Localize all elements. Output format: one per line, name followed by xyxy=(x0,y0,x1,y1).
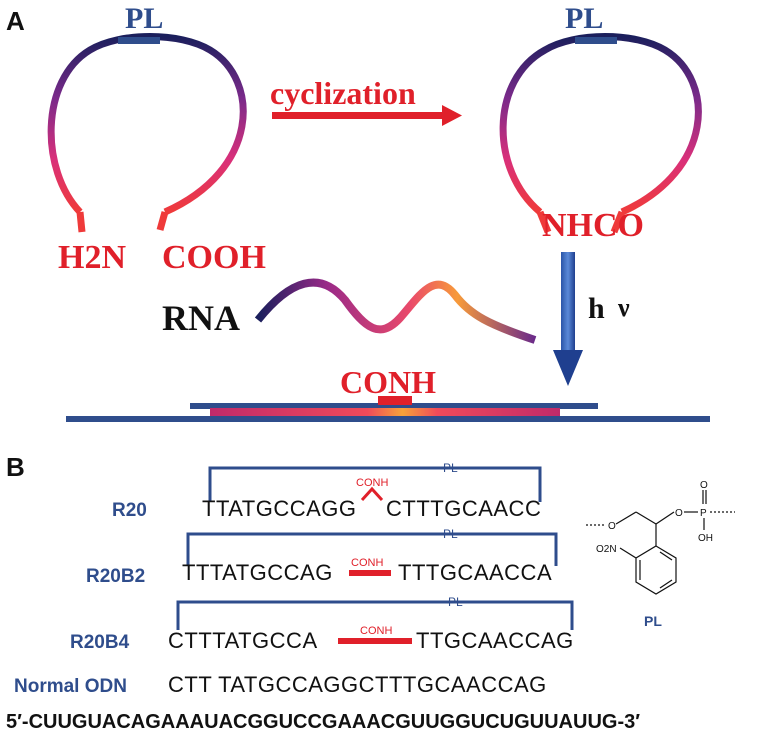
normal-odn-name: Normal ODN xyxy=(14,676,127,697)
pl-oh: OH xyxy=(698,533,713,544)
r20b2-seq-right: TTTGCAACCA xyxy=(398,560,552,585)
pl-o-right: O xyxy=(675,508,683,519)
nhco-label: NHCO xyxy=(542,207,644,244)
r20b4-seq-right: TTGCAACCAG xyxy=(416,628,574,653)
rna-strand xyxy=(254,278,537,344)
cyclization-label: cyclization xyxy=(270,75,416,111)
hv-nu-label: ν xyxy=(617,293,630,322)
light-arrow xyxy=(553,252,583,386)
pl-label-right: PL xyxy=(565,2,603,35)
cyclized-probe-ring xyxy=(499,33,702,234)
h2n-label: H2N xyxy=(58,239,126,276)
r20b4-name: R20B4 xyxy=(70,632,130,653)
pl-no2: O2N xyxy=(596,544,617,555)
pl-label-left: PL xyxy=(125,2,163,35)
row-r20: R20 PL TTATGCCAGG CTTTGCAACC CONH xyxy=(112,461,542,521)
r20b2-pl: PL xyxy=(443,527,458,541)
linear-probe-ring xyxy=(47,33,247,233)
conh-label-a: CONH xyxy=(340,364,436,400)
panel-a-label: A xyxy=(6,6,25,36)
pl-p: P xyxy=(700,508,707,519)
r20b2-conh: CONH xyxy=(351,557,383,569)
pl-o-left: O xyxy=(608,521,616,532)
r20-seq-right: CTTTGCAACC xyxy=(386,496,541,521)
row-r20b2: R20B2 PL TTTATGCCAG TTTGCAACCA CONH xyxy=(86,527,558,587)
r20-name: R20 xyxy=(112,500,147,521)
pl-o-top: O xyxy=(700,480,708,491)
r20-seq-left: TTATGCCAGG xyxy=(202,496,357,521)
pl-structure-label: PL xyxy=(644,613,662,629)
r20b4-pl: PL xyxy=(448,595,463,609)
rna-sequence: 5′-CUUGUACAGAAAUACGGUCCGAAACGUUGGUCUGUUA… xyxy=(6,711,640,733)
r20-pl: PL xyxy=(443,461,458,475)
r20b2-seq-left: TTTATGCCAG xyxy=(182,560,333,585)
row-r20b4: R20B4 PL CTTTATGCCA TTGCAACCAG CONH xyxy=(70,595,574,653)
cyclization-arrow xyxy=(272,105,462,126)
panel-b-label: B xyxy=(6,452,25,482)
r20b4-conh: CONH xyxy=(360,625,392,637)
r20-conh: CONH xyxy=(356,477,388,489)
cooh-label: COOH xyxy=(162,239,266,276)
r20b2-name: R20B2 xyxy=(86,566,145,587)
hv-h-label: h xyxy=(588,292,605,325)
duplex xyxy=(66,396,710,422)
normal-odn-seq: CTT TATGCCAGGCTTTGCAACCAG xyxy=(168,672,547,697)
pl-structure: O O P O OH O2N PL xyxy=(586,480,735,629)
r20b4-seq-left: CTTTATGCCA xyxy=(168,628,318,653)
rna-label: RNA xyxy=(162,298,240,338)
